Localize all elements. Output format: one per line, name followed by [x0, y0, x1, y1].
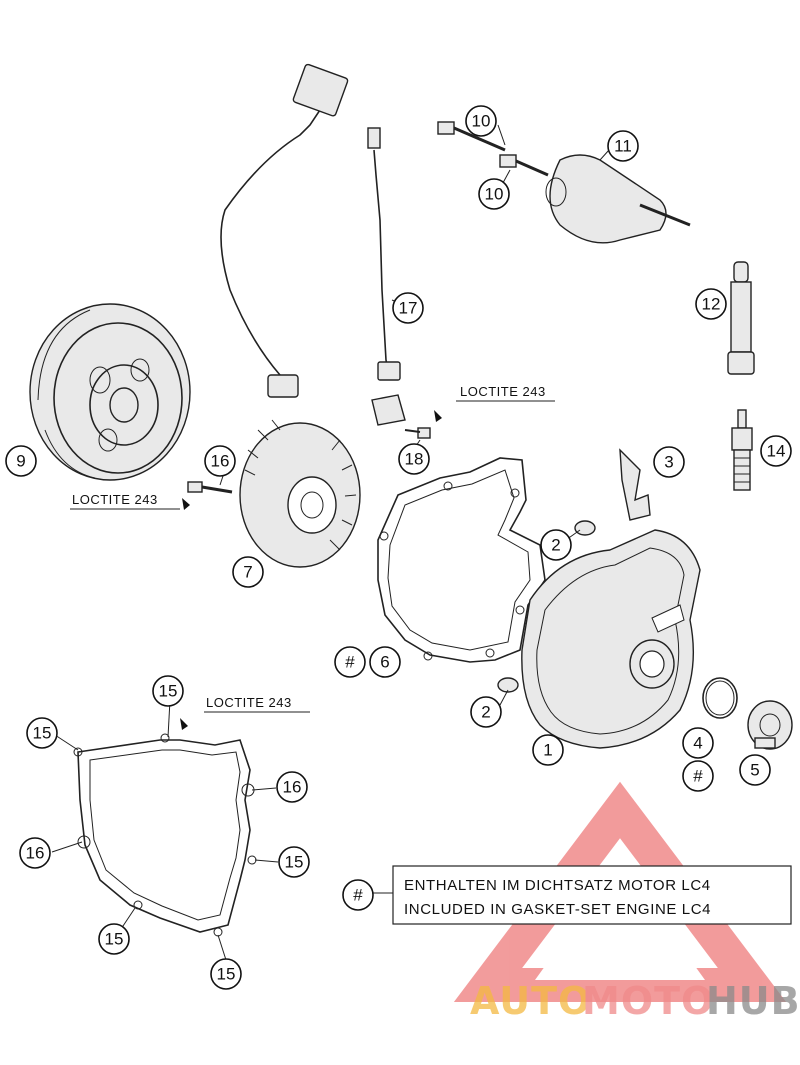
- svg-text:2: 2: [551, 536, 560, 555]
- part-3-bracket: [619, 448, 651, 521]
- callout-10-lower: 10: [478, 178, 510, 210]
- callout-14: 14: [760, 435, 792, 467]
- legend-hash-symbol: #: [342, 879, 374, 911]
- callout-5: 5: [739, 754, 771, 786]
- callout-15-right: 15: [278, 846, 310, 878]
- legend: # ENTHALTEN IM DICHTSATZ MOTOR LC4 INCLU…: [342, 865, 792, 925]
- svg-text:9: 9: [16, 452, 25, 471]
- callout-16-right: 16: [276, 771, 308, 803]
- part-9-flywheel: [29, 303, 191, 481]
- svg-text:14: 14: [767, 442, 786, 461]
- watermark-auto: AUTO: [470, 979, 591, 1023]
- svg-text:17: 17: [399, 299, 418, 318]
- svg-text:12: 12: [702, 295, 721, 314]
- svg-text:10: 10: [472, 112, 491, 131]
- callout-16-left: 16: [19, 837, 51, 869]
- part-14-spark-plug: [731, 409, 753, 491]
- callout-11: 11: [607, 130, 639, 162]
- part-large-gasket: [73, 718, 257, 937]
- callout-15-bottom-left: 15: [98, 923, 130, 955]
- callout-2-lower: 2: [470, 696, 502, 728]
- svg-text:16: 16: [211, 452, 230, 471]
- svg-text:16: 16: [283, 778, 302, 797]
- callout-10-upper: 10: [465, 105, 497, 137]
- callout-15-top: 15: [152, 675, 184, 707]
- callout-1: 1: [532, 734, 564, 766]
- part-2-dowel-lower: [497, 677, 519, 693]
- svg-text:16: 16: [26, 844, 45, 863]
- part-11-starter-motor: [545, 154, 691, 244]
- svg-text:#: #: [353, 886, 363, 905]
- legend-line-de: ENTHALTEN IM DICHTSATZ MOTOR LC4: [404, 877, 711, 894]
- loctite-label-16: LOCTITE 243: [72, 492, 158, 507]
- loctite-labels: LOCTITE 243 LOCTITE 243 LOCTITE 243: [72, 384, 546, 710]
- callout-4-hash: #: [682, 760, 714, 792]
- part-1-ignition-cover: [521, 529, 701, 749]
- part-10-bolt-lower: [499, 154, 549, 177]
- part-18-screw: [404, 410, 442, 439]
- svg-text:#: #: [345, 653, 355, 672]
- callout-9: 9: [5, 445, 37, 477]
- part-7-stator: [220, 63, 361, 568]
- watermark-moto: MOTO: [582, 979, 714, 1023]
- loctite-label-18: LOCTITE 243: [460, 384, 546, 399]
- callout-18: 18: [398, 443, 430, 475]
- callout-2-upper: 2: [540, 529, 572, 561]
- callout-15-left: 15: [26, 717, 58, 749]
- callout-16-stator: 16: [204, 445, 236, 477]
- callouts: 10 10 11 17 12 14 9 16 18 3 2 7 # 6 15 2…: [5, 105, 792, 990]
- watermark-text: AUTO MOTO HUB: [470, 979, 800, 1023]
- callout-17: 17: [392, 292, 424, 324]
- svg-text:6: 6: [380, 653, 389, 672]
- svg-text:4: 4: [693, 734, 702, 753]
- svg-text:15: 15: [159, 682, 178, 701]
- svg-text:15: 15: [105, 930, 124, 949]
- svg-text:10: 10: [485, 185, 504, 204]
- callout-6-hash: #: [334, 646, 366, 678]
- callout-12: 12: [695, 288, 727, 320]
- callout-3: 3: [653, 446, 685, 478]
- callout-6: 6: [369, 646, 401, 678]
- svg-text:1: 1: [543, 741, 552, 760]
- part-6-gasket: [377, 457, 546, 663]
- callout-4: 4: [682, 727, 714, 759]
- svg-text:11: 11: [614, 137, 632, 156]
- svg-text:15: 15: [285, 853, 304, 872]
- part-17-pickup-cable: [367, 127, 406, 426]
- svg-text:2: 2: [481, 703, 490, 722]
- svg-text:7: 7: [243, 563, 252, 582]
- part-4-o-ring: [702, 677, 738, 719]
- part-2-dowel-upper: [574, 520, 596, 536]
- svg-text:3: 3: [664, 453, 673, 472]
- svg-text:15: 15: [217, 965, 236, 984]
- part-16-screw: [182, 481, 233, 510]
- svg-text:#: #: [693, 767, 703, 786]
- callout-7: 7: [232, 556, 264, 588]
- callout-15-bottom: 15: [210, 958, 242, 990]
- legend-line-en: INCLUDED IN GASKET-SET ENGINE LC4: [404, 901, 711, 918]
- svg-text:18: 18: [405, 450, 424, 469]
- part-5-plug: [747, 700, 793, 750]
- part-12-shaft: [727, 261, 755, 375]
- watermark-hub: HUB: [706, 979, 800, 1023]
- svg-text:5: 5: [750, 761, 759, 780]
- part-10-bolt-upper: [437, 121, 506, 152]
- loctite-label-15: LOCTITE 243: [206, 695, 292, 710]
- svg-text:15: 15: [33, 724, 52, 743]
